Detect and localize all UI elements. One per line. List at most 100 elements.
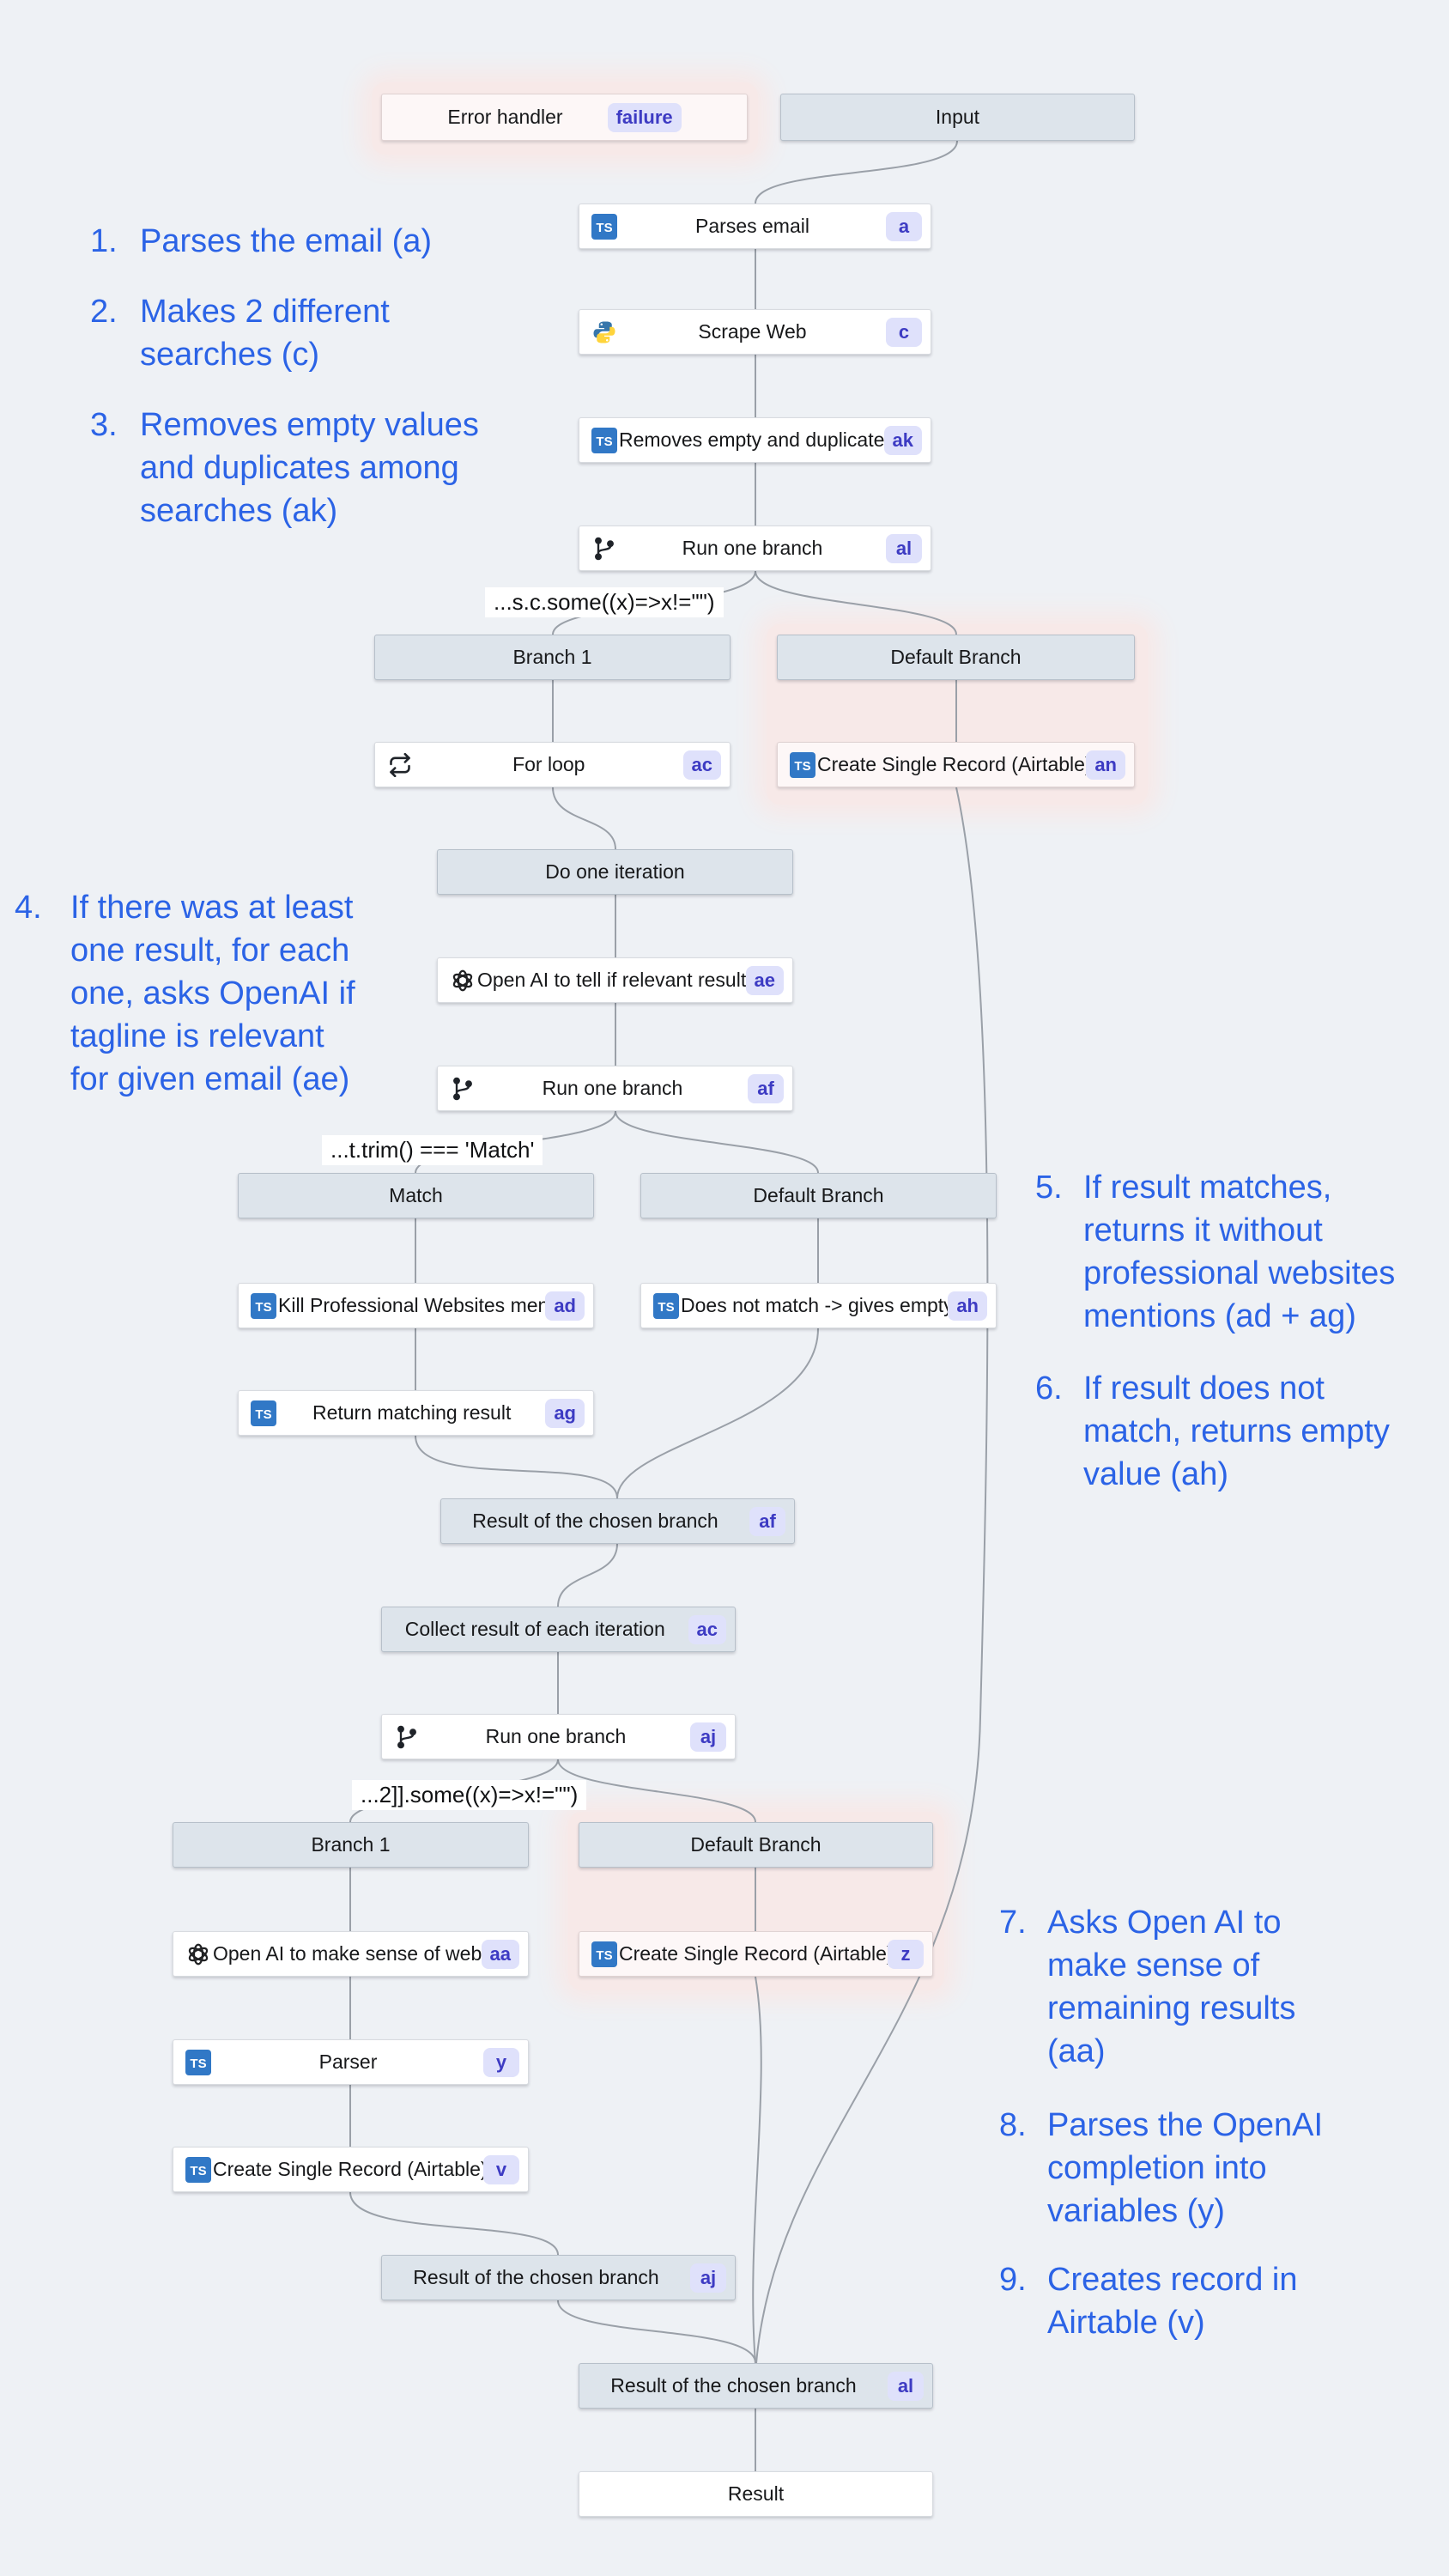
node-badge: v xyxy=(483,2154,519,2184)
typescript-icon: TS xyxy=(184,2048,213,2077)
node-label: Open AI to make sense of web info xyxy=(213,1942,482,1965)
node-label: Default Branch xyxy=(753,1184,884,1206)
typescript-icon: TS xyxy=(184,2155,213,2184)
node-badge: ae xyxy=(745,965,784,995)
node-badge: ac xyxy=(688,1614,726,1644)
node-badge: aj xyxy=(690,1722,726,1752)
loop-icon xyxy=(385,750,415,780)
branch-icon xyxy=(590,534,619,563)
node-label: Collect result of each iteration xyxy=(404,1618,665,1640)
node-does-not-match[interactable]: TS Does not match -> gives empty value a… xyxy=(640,1283,997,1328)
node-label: Create Single Record (Airtable) xyxy=(817,753,1087,775)
node-badge: failure xyxy=(607,102,682,132)
node-run-one-branch-al[interactable]: Run one branch al xyxy=(579,526,931,571)
node-label: Input xyxy=(935,106,980,128)
node-kill-professional-websites[interactable]: TS Kill Professional Websites mentions a… xyxy=(238,1283,594,1328)
typescript-icon: TS xyxy=(788,750,817,780)
node-parser[interactable]: TS Parser y xyxy=(173,2039,529,2085)
typescript-icon: TS xyxy=(652,1291,681,1321)
node-label: Run one branch xyxy=(682,537,823,559)
node-input[interactable]: Input xyxy=(780,94,1135,141)
node-openai-tell-if-relevant[interactable]: Open AI to tell if relevant result ae xyxy=(437,957,793,1003)
node-match-branch[interactable]: Match xyxy=(238,1173,594,1218)
openai-icon xyxy=(184,1940,213,1969)
annotation-2: 2. Makes 2 different searches (c) xyxy=(90,290,390,376)
node-label: Parser xyxy=(318,2050,378,2073)
annotation-number: 3. xyxy=(90,407,118,443)
node-label: Do one iteration xyxy=(545,860,685,883)
branch-icon xyxy=(392,1722,421,1752)
node-result-final[interactable]: Result xyxy=(579,2471,933,2517)
branch-condition-label: ...s.c.some((x)=>x!="") xyxy=(485,587,724,617)
node-label: For loop xyxy=(512,753,585,775)
node-badge: y xyxy=(483,2047,519,2077)
node-branch-1-bottom[interactable]: Branch 1 xyxy=(173,1822,529,1868)
node-scrape-web[interactable]: Scrape Web c xyxy=(579,309,931,355)
node-label: Branch 1 xyxy=(311,1833,391,1856)
node-default-branch-top[interactable]: Default Branch xyxy=(777,635,1135,680)
node-badge: al xyxy=(886,533,922,563)
node-label: Open AI to tell if relevant result xyxy=(477,969,746,991)
typescript-icon: TS xyxy=(590,426,619,455)
node-result-chosen-branch-aj[interactable]: Result of the chosen branch aj xyxy=(381,2255,736,2300)
node-do-one-iteration[interactable]: Do one iteration xyxy=(437,849,793,895)
node-for-loop[interactable]: For loop ac xyxy=(374,742,731,787)
node-run-one-branch-aj[interactable]: Run one branch aj xyxy=(381,1714,736,1759)
typescript-icon: TS xyxy=(249,1399,278,1428)
node-collect-result-iteration[interactable]: Collect result of each iteration ac xyxy=(381,1607,736,1652)
node-badge: ak xyxy=(883,425,922,455)
node-label: Result of the chosen branch xyxy=(413,2266,659,2288)
annotation-number: 9. xyxy=(999,2262,1027,2298)
branch-condition-label: ...2]].some((x)=>x!="") xyxy=(352,1780,587,1810)
node-label: Branch 1 xyxy=(512,646,592,668)
annotation-number: 6. xyxy=(1035,1370,1063,1406)
annotation-4: 4. If there was at least one result, for… xyxy=(15,886,355,1101)
typescript-icon: TS xyxy=(249,1291,278,1321)
annotation-3: 3. Removes empty values and duplicates a… xyxy=(90,404,479,532)
python-icon xyxy=(590,318,619,347)
node-label: Error handler xyxy=(447,106,563,128)
node-badge: ag xyxy=(545,1398,585,1428)
node-label: Result xyxy=(727,2482,785,2505)
node-badge: an xyxy=(1086,750,1125,780)
node-badge: ah xyxy=(948,1291,987,1321)
node-label: Return matching result xyxy=(312,1401,512,1424)
annotation-number: 7. xyxy=(999,1905,1027,1941)
node-label: Removes empty and duplicates xyxy=(619,428,884,451)
node-badge: c xyxy=(886,317,922,347)
node-badge: ad xyxy=(545,1291,585,1321)
node-create-single-record-v[interactable]: TS Create Single Record (Airtable) v xyxy=(173,2147,529,2192)
node-result-chosen-branch-af[interactable]: Result of the chosen branch af xyxy=(440,1498,795,1544)
node-badge: aj xyxy=(690,2263,726,2293)
openai-icon xyxy=(448,966,477,995)
typescript-icon: TS xyxy=(590,1940,619,1969)
node-run-one-branch-af[interactable]: Run one branch af xyxy=(437,1066,793,1111)
node-label: Run one branch xyxy=(542,1077,683,1099)
node-default-branch-bottom[interactable]: Default Branch xyxy=(579,1822,933,1868)
node-return-matching-result[interactable]: TS Return matching result ag xyxy=(238,1390,594,1436)
annotation-1: 1. Parses the email (a) xyxy=(90,220,432,263)
node-badge: al xyxy=(888,2371,924,2401)
node-branch-1-top[interactable]: Branch 1 xyxy=(374,635,731,680)
node-badge: z xyxy=(888,1939,924,1969)
node-label: Scrape Web xyxy=(698,320,807,343)
node-label: Result of the chosen branch xyxy=(472,1510,718,1532)
branch-icon xyxy=(448,1074,477,1103)
node-label: Create Single Record (Airtable) xyxy=(619,1942,888,1965)
node-create-single-record-an[interactable]: TS Create Single Record (Airtable) an xyxy=(777,742,1135,787)
annotation-5: 5. If result matches, returns it without… xyxy=(1035,1166,1395,1338)
annotation-number: 2. xyxy=(90,294,118,330)
annotation-number: 5. xyxy=(1035,1170,1063,1206)
node-removes-empty-duplicates[interactable]: TS Removes empty and duplicates ak xyxy=(579,417,931,463)
node-error-handler[interactable]: Error handler failure xyxy=(381,94,748,141)
node-label: Default Branch xyxy=(690,1833,822,1856)
node-label: Run one branch xyxy=(485,1725,627,1747)
node-openai-make-sense[interactable]: Open AI to make sense of web info aa xyxy=(173,1931,529,1977)
node-result-chosen-branch-al[interactable]: Result of the chosen branch al xyxy=(579,2363,933,2409)
node-create-single-record-z[interactable]: TS Create Single Record (Airtable) z xyxy=(579,1931,933,1977)
node-default-branch-mid[interactable]: Default Branch xyxy=(640,1173,997,1218)
node-badge: af xyxy=(749,1506,785,1536)
node-label: Kill Professional Websites mentions xyxy=(278,1294,546,1316)
node-parses-email[interactable]: TS Parses email a xyxy=(579,204,931,249)
typescript-icon: TS xyxy=(590,212,619,241)
